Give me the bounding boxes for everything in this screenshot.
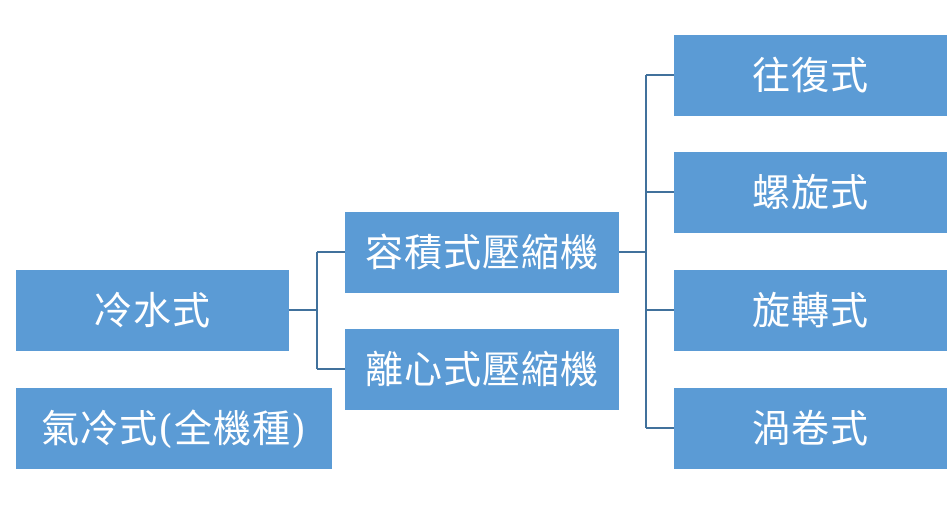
node-air-cooled: 氣冷式(全機種) <box>16 388 332 469</box>
node-water-cooled: 冷水式 <box>16 270 289 351</box>
node-positive-displacement-compressor: 容積式壓縮機 <box>345 212 619 293</box>
node-screw: 螺旋式 <box>674 152 947 233</box>
node-centrifugal-compressor: 離心式壓縮機 <box>345 329 619 410</box>
node-rotary: 旋轉式 <box>674 270 947 351</box>
connector-displacement-to-types <box>619 74 674 429</box>
node-reciprocating: 往復式 <box>674 35 947 116</box>
node-scroll: 渦卷式 <box>674 388 947 469</box>
connector-water-to-compressors <box>289 251 345 370</box>
